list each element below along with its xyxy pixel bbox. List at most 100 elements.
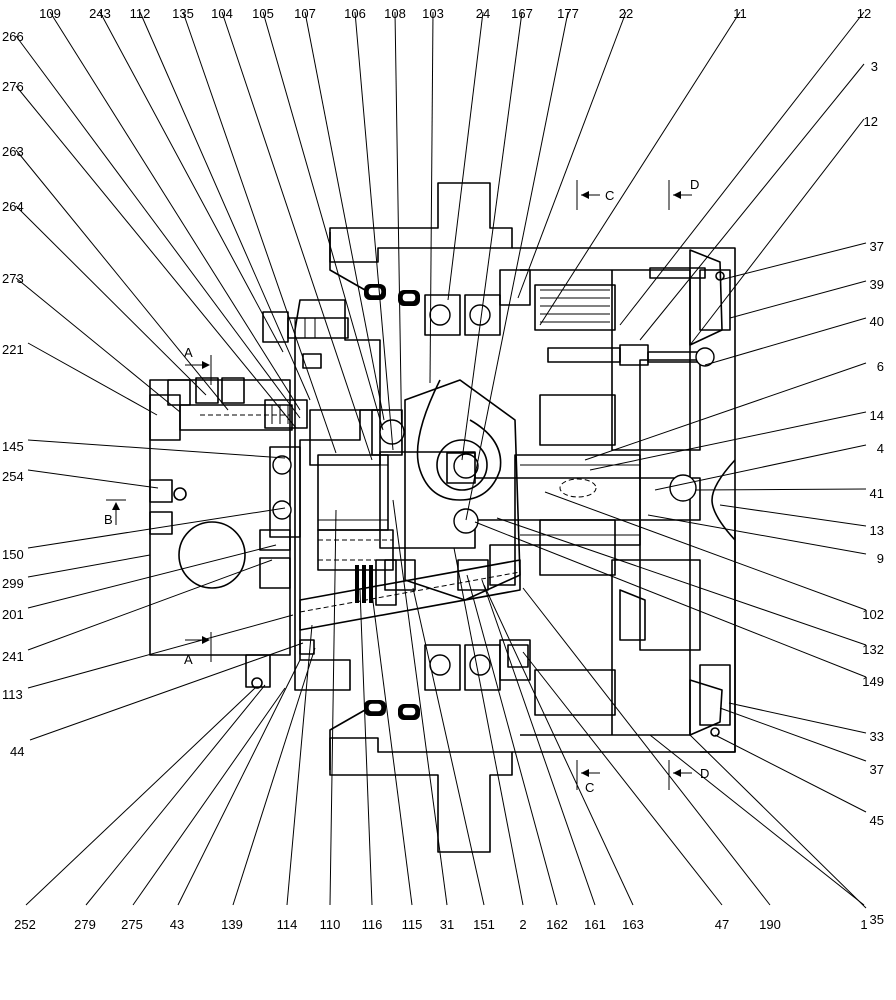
leader-line-right-7 xyxy=(654,444,867,491)
leader-line-top-15 xyxy=(619,11,865,326)
callout-top-3: 135 xyxy=(172,6,194,21)
leader-line-left-2 xyxy=(15,149,229,411)
callout-left-11: 241 xyxy=(2,649,24,664)
callout-left-8: 150 xyxy=(2,547,24,562)
callout-bottom-4: 139 xyxy=(221,917,243,932)
leader-line-top-14 xyxy=(539,11,741,326)
leader-line-right-12 xyxy=(496,517,867,646)
callout-left-7: 254 xyxy=(2,469,24,484)
callout-right-8: 41 xyxy=(870,486,884,501)
callout-top-13: 22 xyxy=(619,6,633,21)
leader-line-left-6 xyxy=(27,439,286,459)
callout-bottom-8: 115 xyxy=(402,917,423,932)
leader-line-bottom-15 xyxy=(522,651,723,906)
leader-line-right-5 xyxy=(584,362,867,461)
callout-right-5: 6 xyxy=(877,359,884,374)
callout-right-0: 3 xyxy=(871,59,878,74)
leader-line-top-8 xyxy=(394,11,403,456)
callout-right-4: 40 xyxy=(870,314,884,329)
leader-line-bottom-12 xyxy=(466,574,558,906)
callout-bottom-2: 275 xyxy=(121,917,143,932)
leader-line-right-16 xyxy=(714,734,867,813)
leader-line-top-0 xyxy=(49,11,301,411)
leader-line-right-1 xyxy=(689,118,865,346)
section-d-bottom-marker: D xyxy=(668,760,709,790)
callout-top-10: 24 xyxy=(476,6,490,21)
callout-left-13: 44 xyxy=(10,744,24,759)
callout-right-10: 9 xyxy=(877,551,884,566)
callout-leaders xyxy=(15,11,867,909)
assembly-drawing xyxy=(149,182,736,853)
callout-bottom-5: 114 xyxy=(277,917,298,932)
leader-line-left-12 xyxy=(27,614,294,689)
leader-line-top-9 xyxy=(429,11,434,384)
section-a-bottom-marker: A xyxy=(184,632,212,667)
callout-left-9: 299 xyxy=(2,576,24,591)
callout-bottom-3: 43 xyxy=(170,917,184,932)
leader-line-left-3 xyxy=(15,205,207,396)
callout-bottom-7: 116 xyxy=(362,917,383,932)
leader-line-top-11 xyxy=(461,11,523,461)
section-c-bottom-marker: C xyxy=(576,760,600,795)
leader-line-bottom-3 xyxy=(177,659,301,906)
callout-bottom-9: 31 xyxy=(440,917,454,932)
callout-left-12: 113 xyxy=(2,687,23,702)
svg-text:A: A xyxy=(184,345,193,360)
callout-right-15: 37 xyxy=(870,762,884,777)
leader-line-right-11 xyxy=(544,491,867,611)
section-markers: A A B C C D xyxy=(104,177,709,795)
leader-line-left-11 xyxy=(27,559,273,651)
leader-line-bottom-5 xyxy=(286,624,313,906)
leader-line-bottom-2 xyxy=(132,687,286,906)
leader-line-top-3 xyxy=(182,11,337,454)
callout-top-7: 106 xyxy=(344,6,366,21)
callout-top-1: 243 xyxy=(89,6,111,21)
leader-line-bottom-9 xyxy=(392,499,448,906)
leader-line-top-10 xyxy=(447,11,484,301)
leader-line-top-7 xyxy=(354,11,394,451)
callout-right-7: 4 xyxy=(877,441,884,456)
leader-line-right-13 xyxy=(474,521,867,678)
callout-left-10: 201 xyxy=(2,607,24,622)
callout-right-11: 102 xyxy=(862,607,884,622)
leader-line-right-14 xyxy=(728,702,867,734)
callout-left-6: 145 xyxy=(2,439,24,454)
callout-bottom-16: 190 xyxy=(759,917,781,932)
callout-top-11: 167 xyxy=(511,6,533,21)
callout-right-13: 149 xyxy=(862,674,884,689)
leader-line-right-3 xyxy=(729,280,867,319)
leader-line-left-4 xyxy=(15,277,181,413)
leader-line-bottom-6 xyxy=(329,509,337,906)
svg-text:B: B xyxy=(104,512,113,527)
leader-line-left-0 xyxy=(15,35,301,419)
callout-right-1: 12 xyxy=(864,114,878,129)
leader-line-bottom-11 xyxy=(453,547,524,906)
leader-line-left-8 xyxy=(27,507,286,549)
leader-line-bottom-7 xyxy=(359,589,373,906)
callout-top-15: 12 xyxy=(857,6,871,21)
leader-line-bottom-10 xyxy=(412,587,485,906)
leader-line-bottom-14 xyxy=(483,584,634,906)
leader-line-top-2 xyxy=(139,11,311,401)
leader-line-bottom-16 xyxy=(522,587,771,906)
svg-text:C: C xyxy=(585,780,594,795)
callout-bottom-17: 1 xyxy=(860,917,867,932)
leader-line-top-5 xyxy=(262,11,384,431)
leader-line-bottom-0 xyxy=(25,687,256,906)
leader-line-left-1 xyxy=(15,85,297,429)
callout-bottom-13: 161 xyxy=(584,917,606,932)
leader-line-left-5 xyxy=(27,342,158,416)
leader-line-right-15 xyxy=(719,707,867,762)
callout-bottom-10: 151 xyxy=(473,917,495,932)
callout-bottom-12: 162 xyxy=(546,917,568,932)
callout-left-3: 264 xyxy=(2,199,24,214)
svg-text:C: C xyxy=(605,188,614,203)
callout-top-5: 105 xyxy=(252,6,274,21)
leader-line-right-9 xyxy=(719,504,867,527)
leader-line-top-12 xyxy=(465,11,569,521)
leader-line-bottom-4 xyxy=(232,647,316,906)
callout-right-9: 13 xyxy=(870,523,884,538)
leader-line-left-7 xyxy=(27,469,159,489)
callout-right-2: 37 xyxy=(870,239,884,254)
callout-left-0: 266 xyxy=(2,29,24,44)
